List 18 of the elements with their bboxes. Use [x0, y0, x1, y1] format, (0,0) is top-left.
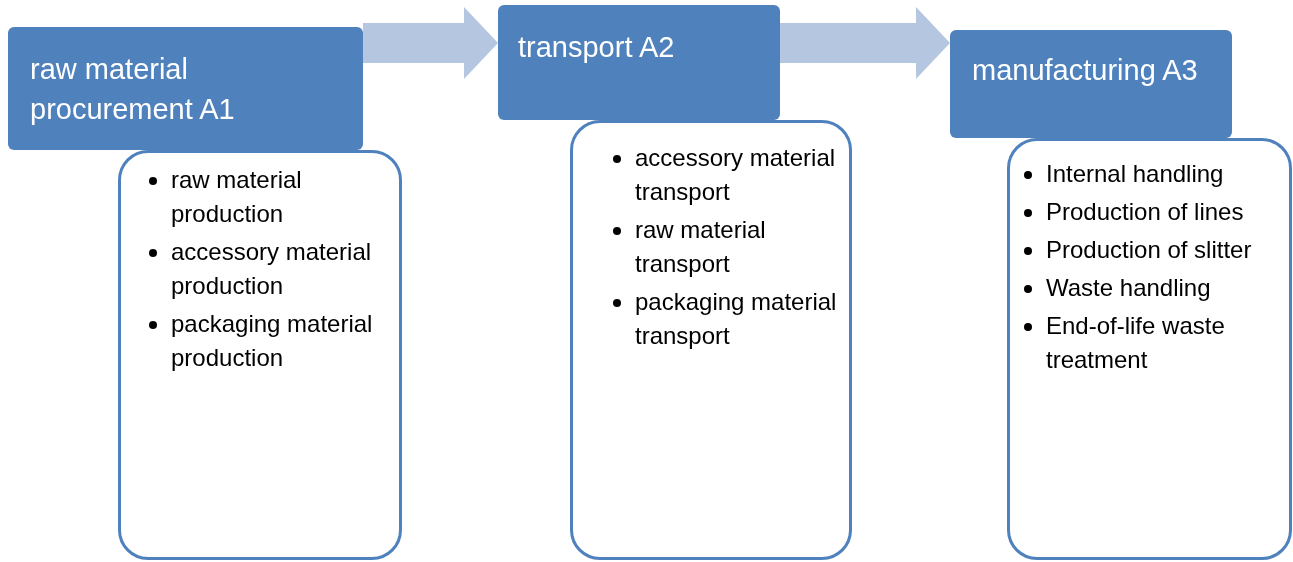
stage-title: raw material procurement A1 [30, 52, 236, 127]
stage-header-box [8, 27, 363, 150]
stage-header-box [950, 30, 1232, 138]
stage-details-box [118, 150, 402, 560]
bullet-item: Waste handling [1046, 273, 1211, 303]
stage-title: transport A2 [518, 30, 676, 65]
stage-details-box [570, 120, 852, 560]
stage-title: manufacturing A3 [972, 53, 1199, 88]
stage-details-box [1007, 138, 1292, 560]
stage-header-box [498, 5, 780, 120]
bullet-item: Production of lines [1046, 197, 1244, 227]
bullet-item: packaging material transport [635, 287, 837, 351]
bullet-item: packaging material production [171, 309, 374, 373]
block-arrow [780, 7, 950, 79]
bullet-item: Production of slitter [1046, 235, 1252, 265]
bullet-item: End-of-life waste treatment [1046, 311, 1226, 375]
block-arrow [363, 7, 498, 79]
bullet-item: Internal handling [1046, 159, 1224, 189]
